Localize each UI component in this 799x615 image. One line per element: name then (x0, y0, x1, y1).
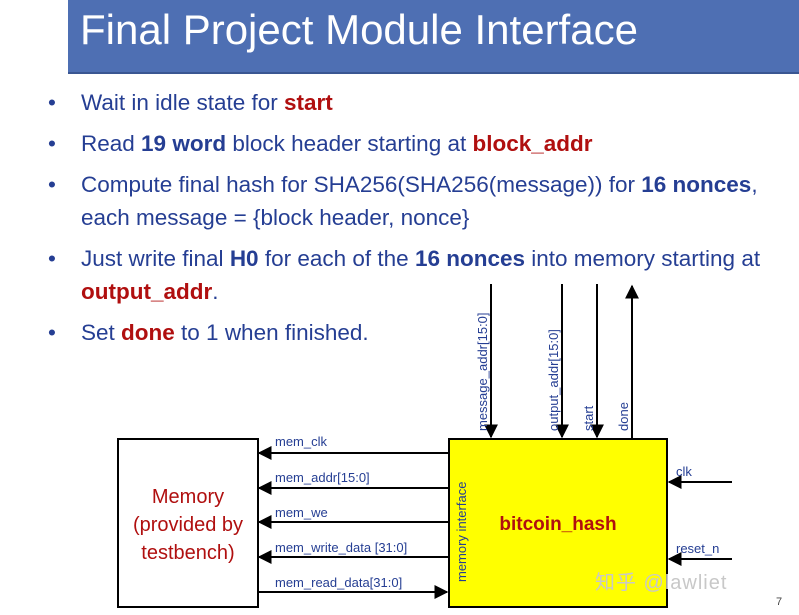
bullet-text-run: block_addr (472, 131, 593, 156)
bullet-text-run: 19 word (141, 131, 227, 156)
start-label: start (581, 405, 596, 431)
bullet-dot-icon: • (48, 246, 56, 271)
bullet-text-run: to 1 when finished. (174, 320, 369, 345)
slide-title: Final Project Module Interface (80, 6, 638, 53)
bullet-text-run: output_addr (81, 279, 213, 304)
bullet-item: • Compute final hash for SHA256(SHA256(me… (48, 168, 768, 234)
bullet-text-run: block header starting at (226, 131, 473, 156)
bullet-dot-icon: • (48, 90, 56, 115)
bullet-text-run: 16 nonces (414, 246, 525, 271)
bullet-text-run: 16 nonces (641, 172, 752, 197)
bullet-text-run: H0 (229, 246, 259, 271)
bullet-text-run: done (121, 320, 175, 345)
mem-write-data-label: mem_write_data [31:0] (275, 540, 407, 555)
reset-n-label: reset_n (676, 541, 719, 556)
output-addr-label: output_addr[15:0] (546, 329, 561, 431)
bullet-text-run: Set (81, 320, 122, 345)
memory-label-line2: (provided by (133, 514, 243, 536)
mem-read-data-label: mem_read_data[31:0] (275, 575, 402, 590)
bullet-text-run: , each message = {block header, nonce} (81, 172, 758, 230)
bullet-text-run: Read (81, 131, 142, 156)
bullet-dot-icon: • (48, 131, 56, 156)
done-label: done (616, 402, 631, 431)
memory-label-line3: testbench) (141, 542, 234, 564)
message-addr-label: message_addr[15:0] (475, 312, 490, 431)
page-number: 7 (776, 596, 783, 608)
bullet-text-run: Wait in idle state for (81, 90, 284, 115)
bullet-item: • Wait in idle state for start (48, 86, 768, 119)
mem-clk-label: mem_clk (275, 434, 328, 449)
bullet-text-run: into memory starting at (525, 246, 761, 271)
memory-label-line1: Memory (152, 486, 224, 508)
bullet-text-run: for each of the (258, 246, 415, 271)
bullet-list: • Wait in idle state for start • Read 19 wo… (48, 86, 768, 357)
bullet-dot-icon: • (48, 320, 56, 345)
bullet-dot-icon: • (48, 172, 56, 197)
memory-interface-label: memory interface (454, 482, 469, 582)
clk-label: clk (676, 464, 692, 479)
module-name: bitcoin_hash (499, 514, 616, 535)
mem-we-label: mem_we (275, 505, 328, 520)
bullet-text-run: Compute final hash for SHA256(SHA256(mes… (81, 172, 642, 197)
bullet-text-run: start (284, 90, 333, 115)
title-bar: Final Project Module Interface (68, 0, 799, 74)
bullet-item: • Read 19 word block header starting at b… (48, 127, 768, 160)
bullet-text-run: . (212, 279, 219, 304)
memory-box (117, 438, 259, 608)
mem-addr-label: mem_addr[15:0] (275, 470, 370, 485)
bullet-item: • Set done to 1 when finished. (48, 316, 768, 349)
watermark: 知乎 @lawliet (595, 572, 728, 594)
bullet-item: • Just write final H0 for each of the 16 … (48, 242, 768, 308)
bullet-text-run: Just write final (81, 246, 230, 271)
